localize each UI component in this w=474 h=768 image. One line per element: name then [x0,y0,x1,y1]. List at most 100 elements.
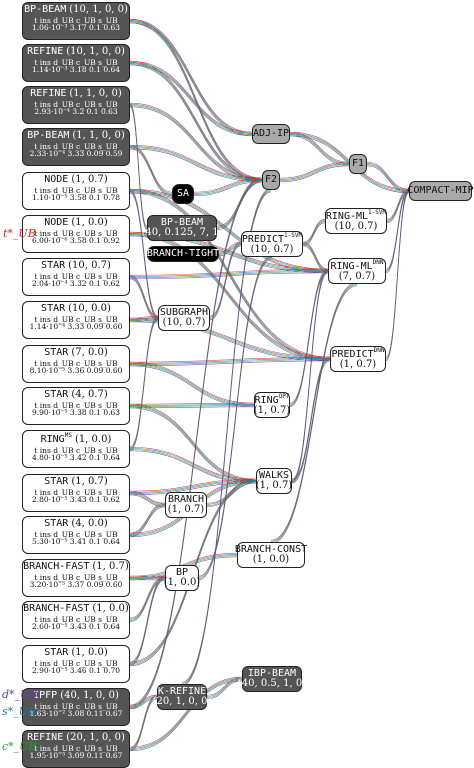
edge-line [129,20,253,134]
left-node-title: NODE(1, 0.7) [23,174,129,186]
edge-line [289,131,350,163]
node-title: BP-BEAM [161,217,203,229]
node-name: BP-BEAM [24,4,67,15]
node-params: (20, 1, 0, 0) [66,732,125,743]
node-params: (7, 0.0) [71,347,108,358]
node-name: K-REFINE [157,685,207,697]
node-params: (1, 0.7) [92,561,129,572]
edge-line [129,62,253,134]
edge-line [366,163,410,191]
left-node-title: BRANCH-FAST(1, 0.7) [23,561,129,573]
node-title: WALKS [259,470,289,482]
node-name: RING-ML [325,210,369,222]
edge-line [129,235,331,362]
edge-line [129,506,166,538]
node-predict-1svm: PREDICT1-SVM(10, 0.7) [241,231,303,257]
edge-line [129,402,255,405]
node-name: BP [175,566,189,578]
edge-line [129,272,329,280]
node-name: RING-ML [330,260,373,272]
edge-line [302,243,329,271]
node-metric-values: 8.10·10⁻⁵ 3.36 0.09 0.60 [29,366,123,376]
node-name: BRANCH [167,493,205,505]
edge-line [129,317,159,320]
node-title: SA [176,187,190,200]
left-node-title: RINGMS(1, 0.0) [23,432,129,446]
node-name: PREDICT [241,233,285,245]
node-name: SUBGRAPH [159,306,209,318]
edge-line [129,579,166,667]
edge-line [129,148,173,197]
node-bp-beam-mid: BP-BEAM(40, 0.125, 7, 1) [142,215,222,241]
node-params: (1, 0.0) [163,577,201,588]
node-params: (1, 0.0) [74,434,112,445]
node-metric-values: 1.63·10⁻² 3.08 0.11 0.67 [29,709,123,719]
edge-line [129,406,257,482]
node-f2: F2 [262,170,280,190]
edge-line [279,164,350,181]
edge-line [216,177,263,227]
left-node-title: NODE(1, 0.0) [23,217,129,229]
node-params: (1, 0.7) [339,359,377,370]
edge-line [129,694,158,748]
edge-line [386,188,410,220]
edge-line [129,21,263,181]
node-subgraph: SUBGRAPH(10, 0.7) [158,305,210,331]
node-title: BRANCH-CONST [235,544,307,556]
node-title: RING-ML1-SVM [325,209,386,223]
edge-line [129,270,329,277]
edge-line [129,18,263,179]
node-name: STAR [44,476,69,487]
node-metric-values: 5.30·10⁻⁵ 3.41 0.1 0.64 [31,537,121,547]
edge-line [129,22,253,137]
node-name: STAR [41,303,66,314]
node-metric-values: 2.93·10⁻⁴ 3.2 0.1 0.63 [34,107,118,117]
edge-line [129,365,255,408]
edge-line [218,244,242,255]
edge-line [129,502,166,534]
node-branch: BRANCH(1, 0.7) [165,492,207,518]
edge-line [129,504,166,535]
node-name: BP-BEAM [27,130,70,141]
node-params: (10, 1, 0, 0) [69,4,128,15]
node-name: RING [40,434,65,445]
edge-line [129,403,257,480]
node-metric-header: t ins d_UB c_UB s_UB [34,228,118,238]
left-node-title: STAR(10, 0.7) [23,260,129,272]
node-ring-ml-1svm: RING-ML1-SVM(10, 0.7) [325,208,387,234]
node-title: COMPACT-MIP [407,185,473,197]
node-metric-values: 6.00·10⁻⁶ 3.58 0.1 0.92 [31,236,121,246]
node-metric-header: t ins d_UB c_UB s_UB [34,445,118,455]
edge-line [129,102,263,179]
node-params: (1, 0.0) [92,603,129,614]
edge-line [129,105,263,181]
node-name: STAR [44,389,69,400]
node-name: REFINE [30,88,67,99]
edge-line [129,407,257,484]
node-params: (1, 0.0) [71,647,108,658]
node-params: (1, 0.0) [252,554,290,565]
edge-line [129,579,166,623]
node-params: (1, 1, 0, 0) [72,130,125,141]
node-name: STAR [41,260,66,271]
edge-line [129,505,166,536]
edge-line [206,480,257,505]
edge-line [366,164,410,192]
edge-line [193,179,263,194]
node-params: (40, 1, 0, 0) [60,690,119,701]
edge-line [129,359,331,365]
node-name: SA [176,187,190,199]
node-params: (1, 0.7) [253,405,291,416]
node-metric-header: t ins d_UB c_UB s_UB [34,185,118,195]
edge-line [129,191,329,272]
edge-line [129,190,329,271]
edge-line [129,146,263,180]
edge-line [129,271,329,278]
